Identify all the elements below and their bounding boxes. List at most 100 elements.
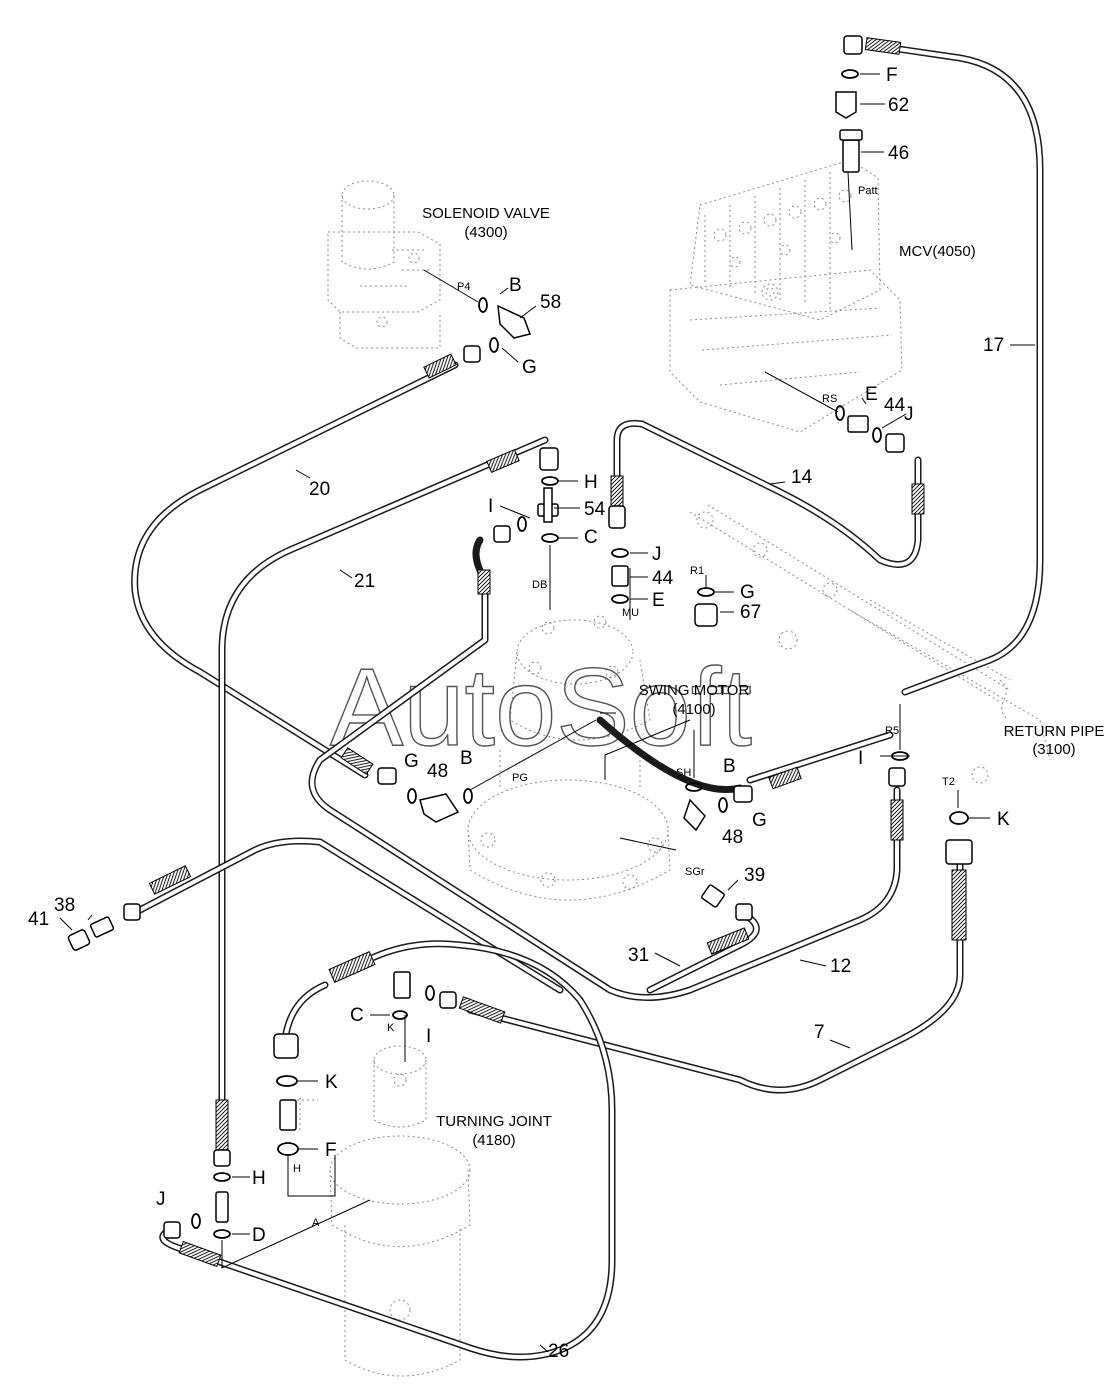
oring-f-top — [841, 69, 859, 79]
port-r5: R5 — [885, 725, 899, 737]
callout-b-sh: B — [723, 756, 736, 777]
callout-g-mid: G — [740, 582, 755, 603]
callout-38: 38 — [54, 895, 75, 916]
callout-14: 14 — [791, 467, 813, 488]
turning-joint-ghost — [282, 1045, 471, 1377]
callout-58: 58 — [540, 292, 561, 313]
oring-c-top — [541, 533, 559, 543]
solenoid-valve-code: (4300) — [464, 224, 507, 241]
callout-39: 39 — [744, 865, 765, 886]
oring-k-t2 — [949, 811, 969, 825]
oring-g-mid — [697, 587, 715, 597]
callout-e-mid: E — [652, 590, 665, 611]
callout-7: 7 — [814, 1022, 825, 1043]
callout-h-bot: H — [252, 1168, 266, 1189]
oring-i-top — [517, 516, 527, 532]
callout-17: 17 — [983, 335, 1004, 356]
callout-c-bot: C — [350, 1005, 364, 1026]
callout-k-bot: K — [325, 1072, 338, 1093]
callout-k-t2: K — [997, 809, 1010, 830]
o-rings — [191, 69, 969, 1239]
port-k: K — [387, 1022, 395, 1034]
oring-c-bot — [392, 1010, 408, 1020]
hose-21 — [218, 436, 549, 1134]
port-db: DB — [532, 579, 547, 591]
solenoid-valve-ghost — [327, 180, 441, 349]
callout-44-mcv: 44 — [884, 395, 906, 416]
port-a: A — [312, 1217, 320, 1229]
turning-joint-name: TURNING JOINT — [436, 1113, 552, 1130]
adapters — [67, 91, 869, 1223]
return-pipe-ghost — [689, 504, 1051, 784]
callout-j-mcv: J — [904, 404, 914, 425]
callout-20: 20 — [309, 479, 330, 500]
callout-41: 41 — [28, 909, 49, 930]
port-r1: R1 — [690, 565, 704, 577]
callout-g-sol: G — [522, 357, 537, 378]
callout-i-r5: I — [858, 748, 863, 769]
hose-14 — [613, 419, 922, 568]
leader-lines — [59, 73, 1035, 1353]
callout-j-bot: J — [156, 1189, 166, 1210]
port-sgr: SGr — [685, 866, 705, 878]
port-labels: P4 Patt RS DB R1 MU R5 T2 SH PG SGr K H … — [293, 185, 955, 1229]
port-p4: P4 — [457, 281, 470, 293]
turning-joint-code: (4180) — [472, 1132, 515, 1149]
oring-e-mid — [611, 594, 629, 604]
oring-k-bot — [276, 1075, 298, 1087]
oring-b-sol — [478, 297, 488, 313]
component-labels: SOLENOID VALVE (4300) MCV(4050) SWING MO… — [422, 205, 1104, 1149]
oring-h-top — [541, 476, 559, 486]
callout-d-bot: D — [252, 1225, 266, 1246]
callout-f-top: F — [886, 65, 898, 86]
swing-motor-code: (4100) — [672, 701, 715, 718]
callout-b-sol: B — [509, 275, 522, 296]
mcv-name: MCV(4050) — [899, 243, 976, 260]
hoses — [131, 42, 1044, 1361]
oring-j-mid — [611, 548, 629, 558]
oring-j-mcv — [872, 427, 882, 443]
oring-i-bot — [425, 985, 435, 1001]
callout-e-mcv: E — [865, 384, 878, 405]
callout-31: 31 — [628, 945, 649, 966]
callout-i-top: I — [488, 496, 493, 517]
oring-j-bot — [191, 1213, 201, 1229]
callout-12: 12 — [830, 956, 851, 977]
callout-labels: F 62 46 B 58 G 17 E 44 J 14 20 H 54 I C … — [28, 65, 1010, 1362]
callout-44-mid: 44 — [652, 568, 674, 589]
oring-b-pg — [463, 788, 473, 804]
oring-g-sol — [489, 337, 499, 353]
watermark-text: AutoSoft — [330, 646, 752, 769]
callout-g-48r: G — [752, 810, 767, 831]
oring-d-bot — [213, 1229, 231, 1239]
return-pipe-name: RETURN PIPE — [1004, 723, 1105, 740]
callout-67: 67 — [740, 602, 761, 623]
callout-46: 46 — [888, 143, 909, 164]
callout-26: 26 — [548, 1341, 569, 1362]
return-pipe-code: (3100) — [1032, 741, 1075, 758]
hose-fittings — [123, 35, 973, 1268]
port-t2: T2 — [942, 776, 955, 788]
callout-g-48l: G — [404, 751, 419, 772]
solenoid-valve-name: SOLENOID VALVE — [422, 205, 550, 222]
callout-48-right: 48 — [722, 827, 743, 848]
callout-h-top: H — [584, 472, 598, 493]
port-mu: MU — [622, 607, 639, 619]
callout-j-mid: J — [652, 544, 662, 565]
callout-54: 54 — [584, 499, 606, 520]
oring-b-sh — [685, 782, 703, 792]
oring-e-mcv — [835, 405, 845, 421]
callout-21: 21 — [354, 571, 375, 592]
callout-c-top: C — [584, 527, 598, 548]
callout-b-pg: B — [460, 748, 473, 769]
oring-f-bot — [277, 1142, 299, 1156]
port-rs: RS — [822, 393, 837, 405]
port-h: H — [293, 1163, 301, 1175]
port-pg: PG — [512, 772, 528, 784]
port-sh: SH — [676, 767, 691, 779]
callout-f-bot: F — [325, 1140, 337, 1161]
callout-62: 62 — [888, 95, 909, 116]
oring-g-48l — [407, 788, 417, 804]
swing-motor-name: SWING MOTOR — [639, 682, 750, 699]
